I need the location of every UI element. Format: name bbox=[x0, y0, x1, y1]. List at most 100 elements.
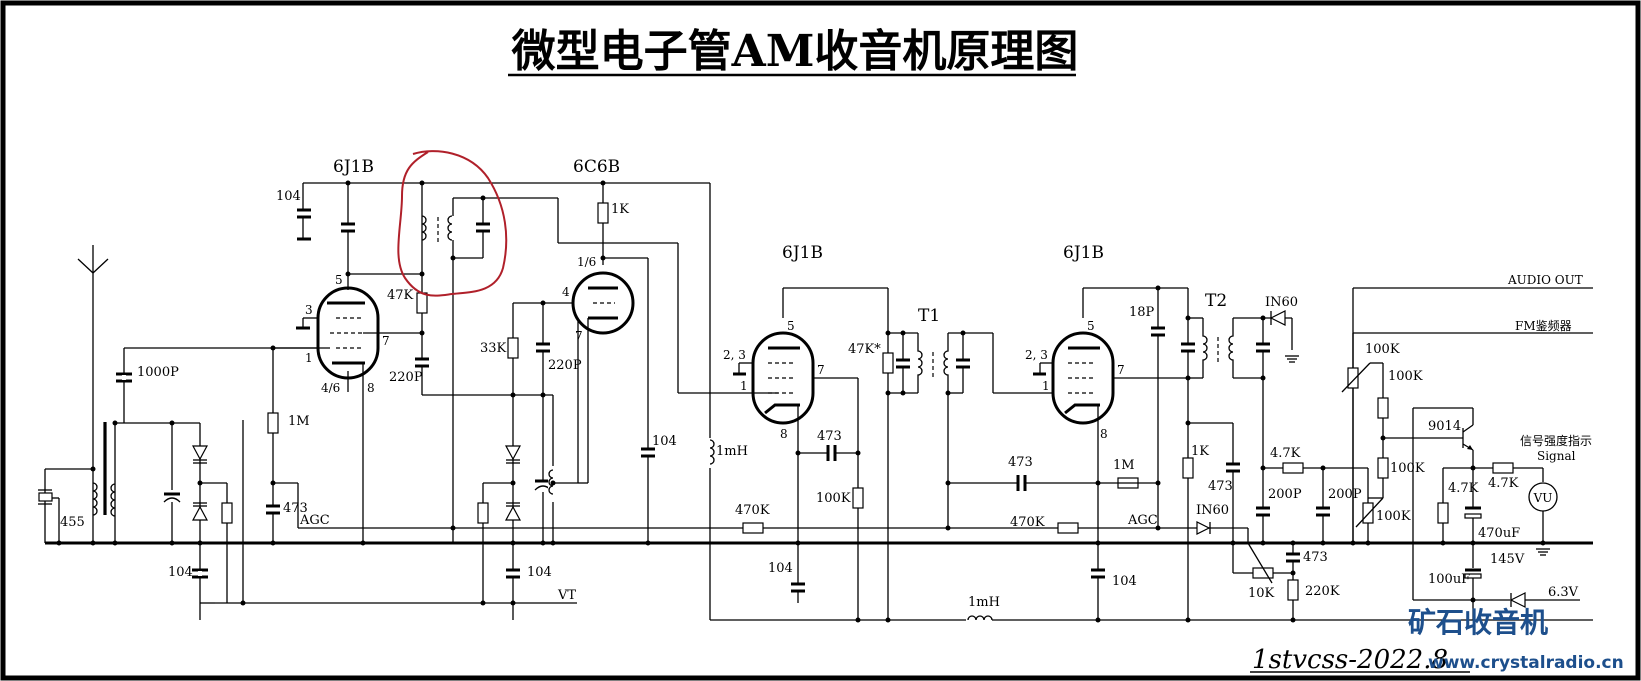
tube-v4-envelope bbox=[1051, 331, 1115, 425]
capacitor-100uf-label: 100uF bbox=[1428, 572, 1470, 587]
capacitor-473-mid-label: 473 bbox=[1008, 455, 1033, 470]
resistor-100k-c-label: 100K bbox=[1390, 461, 1425, 476]
resistor-4k7-a-icon bbox=[1282, 462, 1304, 474]
capacitor-473-bottom-icon bbox=[1286, 552, 1300, 563]
capacitor-220p-v1-label: 220P bbox=[389, 370, 423, 385]
varactor-diode-icon bbox=[504, 445, 522, 464]
tube-v2-envelope bbox=[571, 271, 635, 335]
capacitor-104-v2-label: 104 bbox=[652, 434, 677, 449]
tube-v2-pin-7: 7 bbox=[575, 329, 583, 343]
diode-in60-agc-label: IN60 bbox=[1196, 503, 1229, 518]
diode-in60-top-label: IN60 bbox=[1265, 295, 1298, 310]
potentiometer-100k-d-label: 100K bbox=[1376, 509, 1411, 524]
tube-v1-pin-7: 7 bbox=[382, 334, 390, 348]
capacitor-104-bl2-icon bbox=[506, 568, 520, 579]
capacitor-104-v4-label: 104 bbox=[1112, 574, 1137, 589]
tube-v4-pin-2-3: 2, 3 bbox=[1025, 348, 1048, 362]
tube-v1-pin-4-6: 4/6 bbox=[321, 381, 340, 395]
capacitor-18p-icon bbox=[1151, 326, 1165, 337]
capacitor-104-top-icon bbox=[297, 194, 311, 241]
diagram-title: 微型电子管AM收音机原理图 bbox=[511, 26, 1079, 77]
capacitor-220p-v2-icon bbox=[536, 342, 550, 353]
capacitor-200p-a-icon bbox=[1256, 506, 1270, 517]
resistor-47k-icon bbox=[416, 292, 428, 314]
resistor-33k-icon bbox=[507, 337, 519, 359]
osc-coil-icon bbox=[548, 469, 554, 495]
resistor-470k-1-label: 470K bbox=[735, 503, 770, 518]
tube-v3-type: 6J1B bbox=[782, 243, 823, 263]
tube-v4-pin-5: 5 bbox=[1087, 319, 1095, 333]
capacitor-470uf-label: 470uF bbox=[1478, 526, 1520, 541]
trimmer-capacitor-icon bbox=[163, 490, 181, 503]
resistor-47k-star-icon bbox=[882, 352, 894, 374]
capacitor-104-v4-icon bbox=[1091, 568, 1105, 579]
crystal-label: 455 bbox=[60, 515, 85, 530]
ground-icon bbox=[1536, 548, 1550, 556]
resistor-100k-v3-label: 100K bbox=[816, 491, 851, 506]
resistor-icon bbox=[221, 502, 233, 524]
resistor-470k-2-label: 470K bbox=[1010, 515, 1045, 530]
diode-in60-top-icon bbox=[1263, 310, 1293, 350]
tube-v2-pin-1-6: 1/6 bbox=[577, 255, 596, 269]
resistor-470k-2-icon bbox=[1057, 522, 1079, 534]
tube-v1-pin-8: 8 bbox=[367, 381, 375, 395]
tube-v1-pin-3: 3 bbox=[305, 303, 313, 317]
resistor-4k7-b-label: 4.7K bbox=[1448, 481, 1479, 496]
resistor-1m-label: 1M bbox=[288, 414, 310, 429]
resistor-4k7-c-icon bbox=[1492, 462, 1514, 474]
resistor-100k-v3-icon bbox=[852, 487, 864, 509]
capacitor-104-bl1-icon bbox=[192, 568, 208, 579]
resistor-220k-icon bbox=[1287, 579, 1299, 601]
capacitor-1000p-icon bbox=[116, 372, 132, 383]
capacitor-104-v3-label: 104 bbox=[768, 561, 793, 576]
antenna-icon bbox=[77, 245, 109, 543]
choke-1mh-icon bbox=[709, 439, 715, 465]
transformer-t1-icon bbox=[917, 333, 949, 393]
resistor-1m-icon bbox=[267, 412, 279, 434]
resistor-47k-label: 47K bbox=[387, 288, 414, 303]
resistor-47k-star-label: 47K* bbox=[848, 342, 881, 357]
capacitor-v1-plate-icon bbox=[341, 222, 355, 233]
resistor-100k-c-icon bbox=[1377, 457, 1389, 479]
resistor-4k7-c-label: 4.7K bbox=[1488, 476, 1519, 491]
audio-out-label: AUDIO OUT bbox=[1507, 273, 1583, 287]
resistor-icon bbox=[477, 502, 489, 524]
capacitor-t2-secondary-icon bbox=[1256, 342, 1270, 353]
crystal-filter-icon bbox=[38, 469, 60, 543]
tube-v2-pin-4: 4 bbox=[562, 285, 570, 299]
signal-indicator-en-label: Signal bbox=[1537, 449, 1576, 463]
author-signature: 1stvcss-2022.8 bbox=[1252, 645, 1448, 675]
transformer-t1-label: T1 bbox=[918, 306, 940, 326]
voltage-6v3-label: 6.3V bbox=[1548, 585, 1579, 600]
resistor-1m-v4-label: 1M bbox=[1113, 458, 1135, 473]
tube-v2-type: 6C6B bbox=[573, 157, 620, 177]
resistor-4k7-a-label: 4.7K bbox=[1270, 446, 1301, 461]
capacitor-104-bl2-label: 104 bbox=[527, 565, 552, 580]
tube-v3-pin-1: 1 bbox=[740, 379, 748, 393]
varactor-diode-icon bbox=[191, 445, 209, 464]
capacitor-t2-primary-icon bbox=[1181, 342, 1195, 353]
tube-v3-envelope bbox=[751, 331, 815, 425]
watermark-url: www.crystalradio.cn bbox=[1428, 653, 1624, 673]
resistor-1k-det-label: 1K bbox=[1191, 444, 1209, 459]
capacitor-220p-v2-label: 220P bbox=[548, 358, 582, 373]
tube-v4-pin-8: 8 bbox=[1100, 427, 1108, 441]
capacitor-473-v1-label: 473 bbox=[283, 501, 308, 516]
fm-disc-label: FM鉴频器 bbox=[1515, 319, 1572, 333]
potentiometer-100k-d-icon bbox=[1355, 497, 1384, 528]
tube-v3-pin-5: 5 bbox=[787, 319, 795, 333]
watermark-cn: 矿石收音机 bbox=[1408, 606, 1548, 639]
tube-v4-pin-7: 7 bbox=[1117, 363, 1125, 377]
agc-label-2: AGC bbox=[1127, 513, 1158, 528]
capacitor-200p-b-label: 200P bbox=[1328, 487, 1362, 502]
resistor-1k-v2-icon bbox=[597, 202, 609, 224]
tube-v1-pin-5: 5 bbox=[335, 273, 343, 287]
choke-1mh-label: 1mH bbox=[716, 444, 748, 459]
capacitor-200p-a-label: 200P bbox=[1268, 487, 1302, 502]
choke-1mh-bottom-icon bbox=[966, 612, 993, 622]
potentiometer-10k-icon bbox=[1247, 542, 1274, 584]
red-annotation-circle bbox=[397, 150, 508, 297]
resistor-1k-v2-label: 1K bbox=[611, 202, 629, 217]
